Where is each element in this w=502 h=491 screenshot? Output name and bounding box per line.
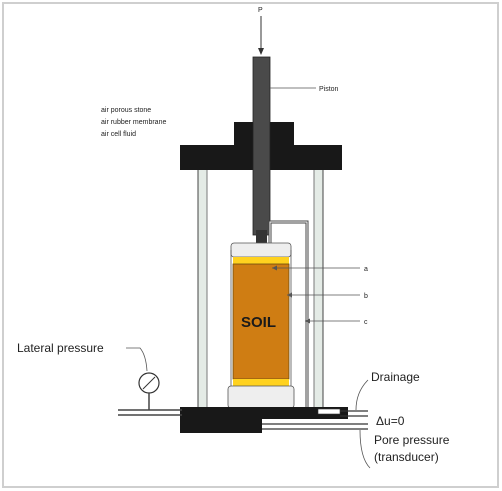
delta-u-label: Δu=0 xyxy=(376,414,405,428)
drainage-leader xyxy=(355,379,369,411)
ref-b-label: b xyxy=(364,293,368,300)
lateral-pressure-label: Lateral pressure xyxy=(17,341,104,355)
piston-tip xyxy=(256,230,267,243)
soil-specimen xyxy=(232,263,290,380)
load-arrow-head xyxy=(258,48,264,55)
specimen-top-cap xyxy=(230,242,292,258)
legend-line-3: air cell fluid xyxy=(101,131,136,138)
pore-pressure-label: Pore pressure xyxy=(374,433,450,447)
base-plate-upper xyxy=(180,407,348,419)
pore-pressure-leader xyxy=(359,429,371,469)
porous-stone-bottom xyxy=(233,379,289,386)
ref-c-label: c xyxy=(364,319,368,326)
soil-label: SOIL xyxy=(241,314,276,331)
porous-stone-top xyxy=(233,257,289,264)
piston-rod xyxy=(252,56,271,236)
drainage-port xyxy=(317,408,341,415)
lateral-pressure-leader xyxy=(126,347,148,372)
pedestal xyxy=(227,385,295,409)
ref-a-arrow xyxy=(272,265,277,271)
base-plate-lower xyxy=(180,419,262,433)
ref-c-arrow xyxy=(305,318,310,324)
gauge-needle xyxy=(142,376,156,390)
piston-label: Piston xyxy=(319,86,339,93)
top-drainage-tube-inner xyxy=(269,221,308,410)
transducer-label: (transducer) xyxy=(374,450,439,464)
ref-a-label: a xyxy=(364,266,368,273)
cell-wall-right xyxy=(313,167,324,409)
legend-line-1: air porous stone xyxy=(101,107,151,114)
drainage-label: Drainage xyxy=(371,370,420,384)
ref-b-arrow xyxy=(287,292,292,298)
load-symbol: P xyxy=(258,7,263,14)
cell-wall-left xyxy=(197,167,208,409)
legend-line-2: air rubber membrane xyxy=(101,119,166,126)
